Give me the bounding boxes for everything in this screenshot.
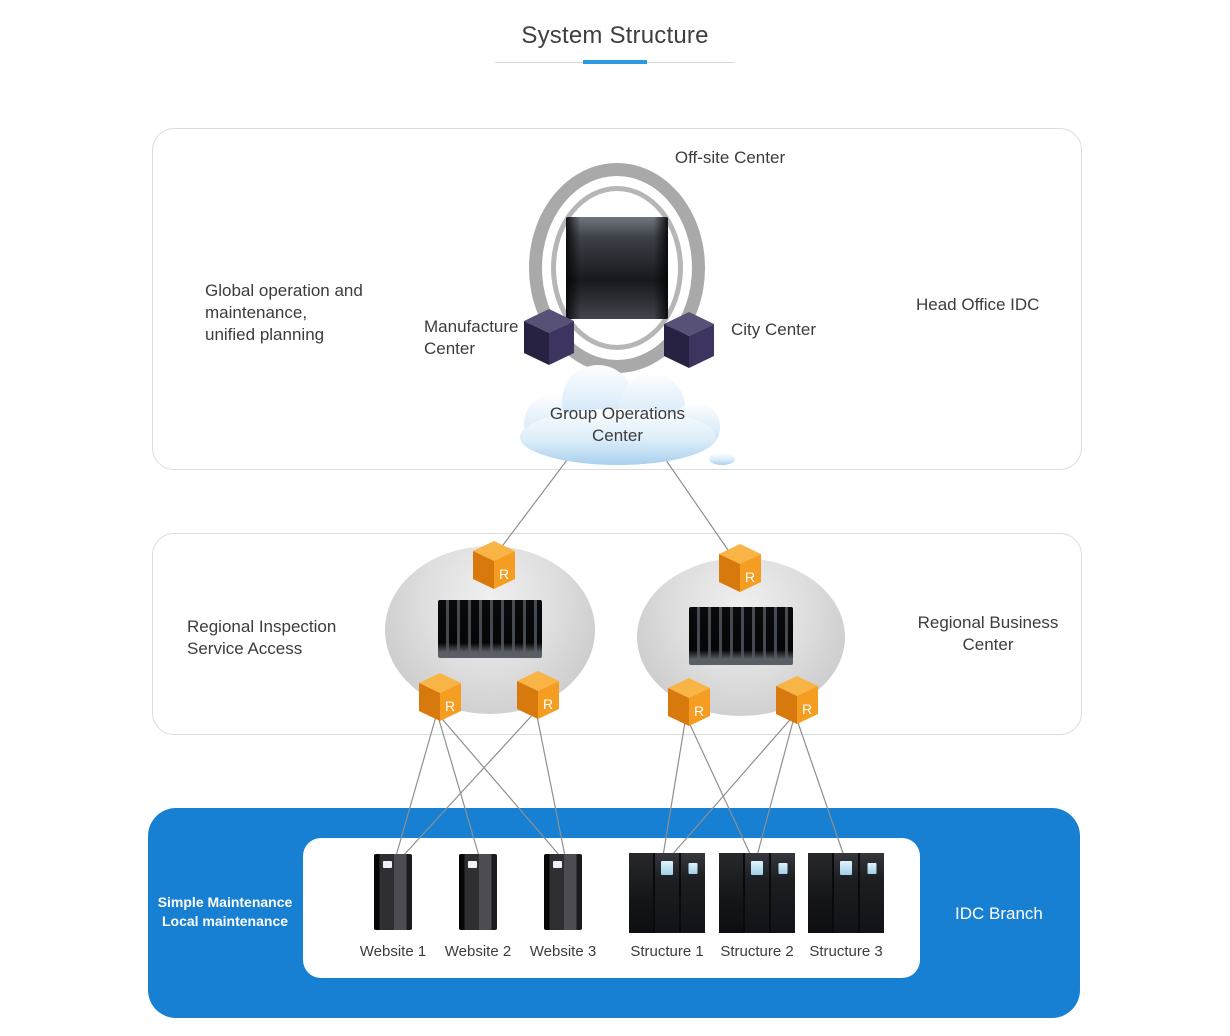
- router-label: R: [745, 569, 755, 585]
- structure-label: Structure 1: [630, 943, 704, 960]
- head-office-left-note: Global operation and maintenance, unifie…: [205, 280, 363, 346]
- rack-screen-icon: [468, 861, 477, 868]
- structure-rack: [719, 853, 795, 933]
- regional-note-line1: Regional Inspection: [187, 617, 337, 636]
- idc-note-line1: Simple Maintenance: [157, 894, 293, 910]
- router-cube-icon: R: [417, 672, 463, 727]
- rack-screen-icon: [751, 861, 763, 875]
- cabinet: [745, 853, 769, 933]
- page-title: System Structure: [521, 22, 709, 49]
- router-label: R: [802, 701, 812, 717]
- city-center-label: City Center: [731, 320, 817, 339]
- head-office-right-label: Head Office IDC: [916, 295, 1040, 314]
- manufacture-cube-icon: [521, 308, 577, 371]
- rack-screen-icon: [383, 861, 392, 868]
- website-label: Website 3: [529, 943, 597, 960]
- head-office-note-line3: unified planning: [205, 325, 325, 344]
- router-cube-icon: R: [666, 677, 712, 732]
- router-cube-icon: R: [471, 540, 517, 595]
- manufacture-center-label: Manufacture Center: [424, 316, 519, 360]
- structure-rack: [629, 853, 705, 933]
- regional-right-line1: Regional Business: [917, 613, 1059, 632]
- datacenter-photo: [566, 217, 668, 319]
- ring-inner: [551, 186, 683, 350]
- rack-screen-icon: [661, 861, 673, 875]
- rack-screen-icon: [553, 861, 562, 868]
- router-cube-icon: R: [774, 675, 820, 730]
- structure-label: Structure 2: [720, 943, 794, 960]
- head-office-note-line1: Global operation and: [205, 281, 363, 300]
- cabinet: [771, 853, 795, 933]
- title-accent-bar: [583, 60, 647, 64]
- structure-label: Structure 3: [809, 943, 883, 960]
- manufacture-center-line1: Manufacture: [424, 317, 519, 336]
- website-rack: [544, 854, 582, 930]
- city-cube-icon: [661, 311, 717, 374]
- head-office-note-line2: maintenance,: [205, 303, 308, 322]
- cloud-label-line1: Group Operations: [549, 404, 686, 423]
- manufacture-center-line2: Center: [424, 339, 476, 358]
- regional-left-note: Regional Inspection Service Access: [187, 616, 336, 660]
- rack-screen-icon: [688, 863, 698, 874]
- cabinet: [834, 853, 858, 933]
- cabinet: [860, 853, 884, 933]
- offsite-center-label: Off-site Center: [674, 148, 786, 167]
- title-underline: [495, 60, 735, 64]
- website-label: Website 2: [444, 943, 512, 960]
- idc-right-label: IDC Branch: [955, 904, 1043, 923]
- regional-right-label: Regional Business Center: [910, 612, 1066, 656]
- idc-left-note: Simple Maintenance Local maintenance: [150, 893, 300, 931]
- router-label: R: [543, 696, 553, 712]
- router-label: R: [445, 698, 455, 714]
- website-label: Website 1: [359, 943, 427, 960]
- cabinet: [629, 853, 653, 933]
- router-label: R: [694, 703, 704, 719]
- structure-rack: [808, 853, 884, 933]
- rack-photo-right: [689, 607, 793, 665]
- cabinet: [655, 853, 679, 933]
- group-operations-cloud-icon: [500, 363, 735, 473]
- title-block: System Structure: [495, 22, 735, 64]
- router-cube-icon: R: [515, 670, 561, 725]
- cloud-label-line2: Center: [591, 426, 644, 445]
- regional-right-line2: Center: [962, 635, 1014, 654]
- regional-note-line2: Service Access: [187, 639, 303, 658]
- router-cube-icon: R: [717, 543, 763, 598]
- idc-note-line2: Local maintenance: [161, 913, 289, 929]
- cabinet: [719, 853, 743, 933]
- cabinet: [681, 853, 705, 933]
- rack-screen-icon: [778, 863, 788, 874]
- rack-screen-icon: [867, 863, 877, 874]
- cabinet: [808, 853, 832, 933]
- cloud-label: Group Operations Center: [500, 403, 735, 447]
- rack-photo-left: [438, 600, 542, 658]
- rack-screen-icon: [840, 861, 852, 875]
- website-rack: [459, 854, 497, 930]
- regional-panel: [152, 533, 1082, 735]
- website-rack: [374, 854, 412, 930]
- router-label: R: [499, 566, 509, 582]
